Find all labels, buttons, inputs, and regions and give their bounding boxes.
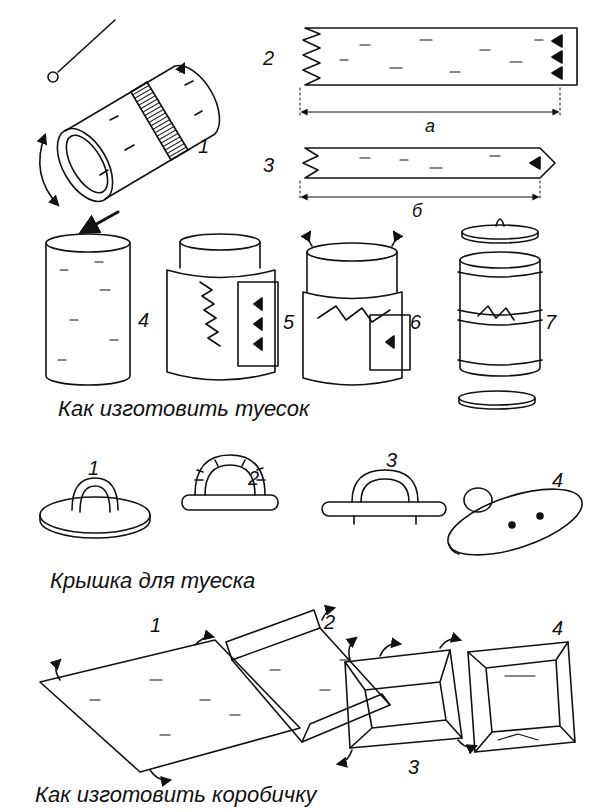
callout-number: 3	[408, 757, 419, 777]
callout-number: 3	[386, 450, 397, 470]
section-caption: Как изготовить коробичку	[35, 784, 317, 806]
callout-number: 1	[88, 458, 99, 478]
callout-number: 2	[263, 48, 274, 68]
callout-number: 4	[552, 470, 563, 490]
callout-number: 4	[552, 618, 563, 638]
dimension-label: б	[410, 202, 424, 220]
callout-number: 1	[150, 615, 161, 635]
dimension-label: а	[423, 117, 437, 135]
callout-number: 3	[263, 155, 274, 175]
callout-number: 6	[410, 312, 421, 332]
callout-number: 4	[138, 310, 149, 330]
callout-number: 2	[248, 468, 259, 488]
callout-number: 7	[545, 312, 556, 332]
section-caption: Крышка для туеска	[50, 570, 255, 592]
section-caption: Как изготовить туесок	[58, 398, 310, 420]
callout-number: 2	[324, 612, 335, 632]
callout-number: 5	[283, 312, 294, 332]
callout-number: 1	[198, 136, 209, 156]
